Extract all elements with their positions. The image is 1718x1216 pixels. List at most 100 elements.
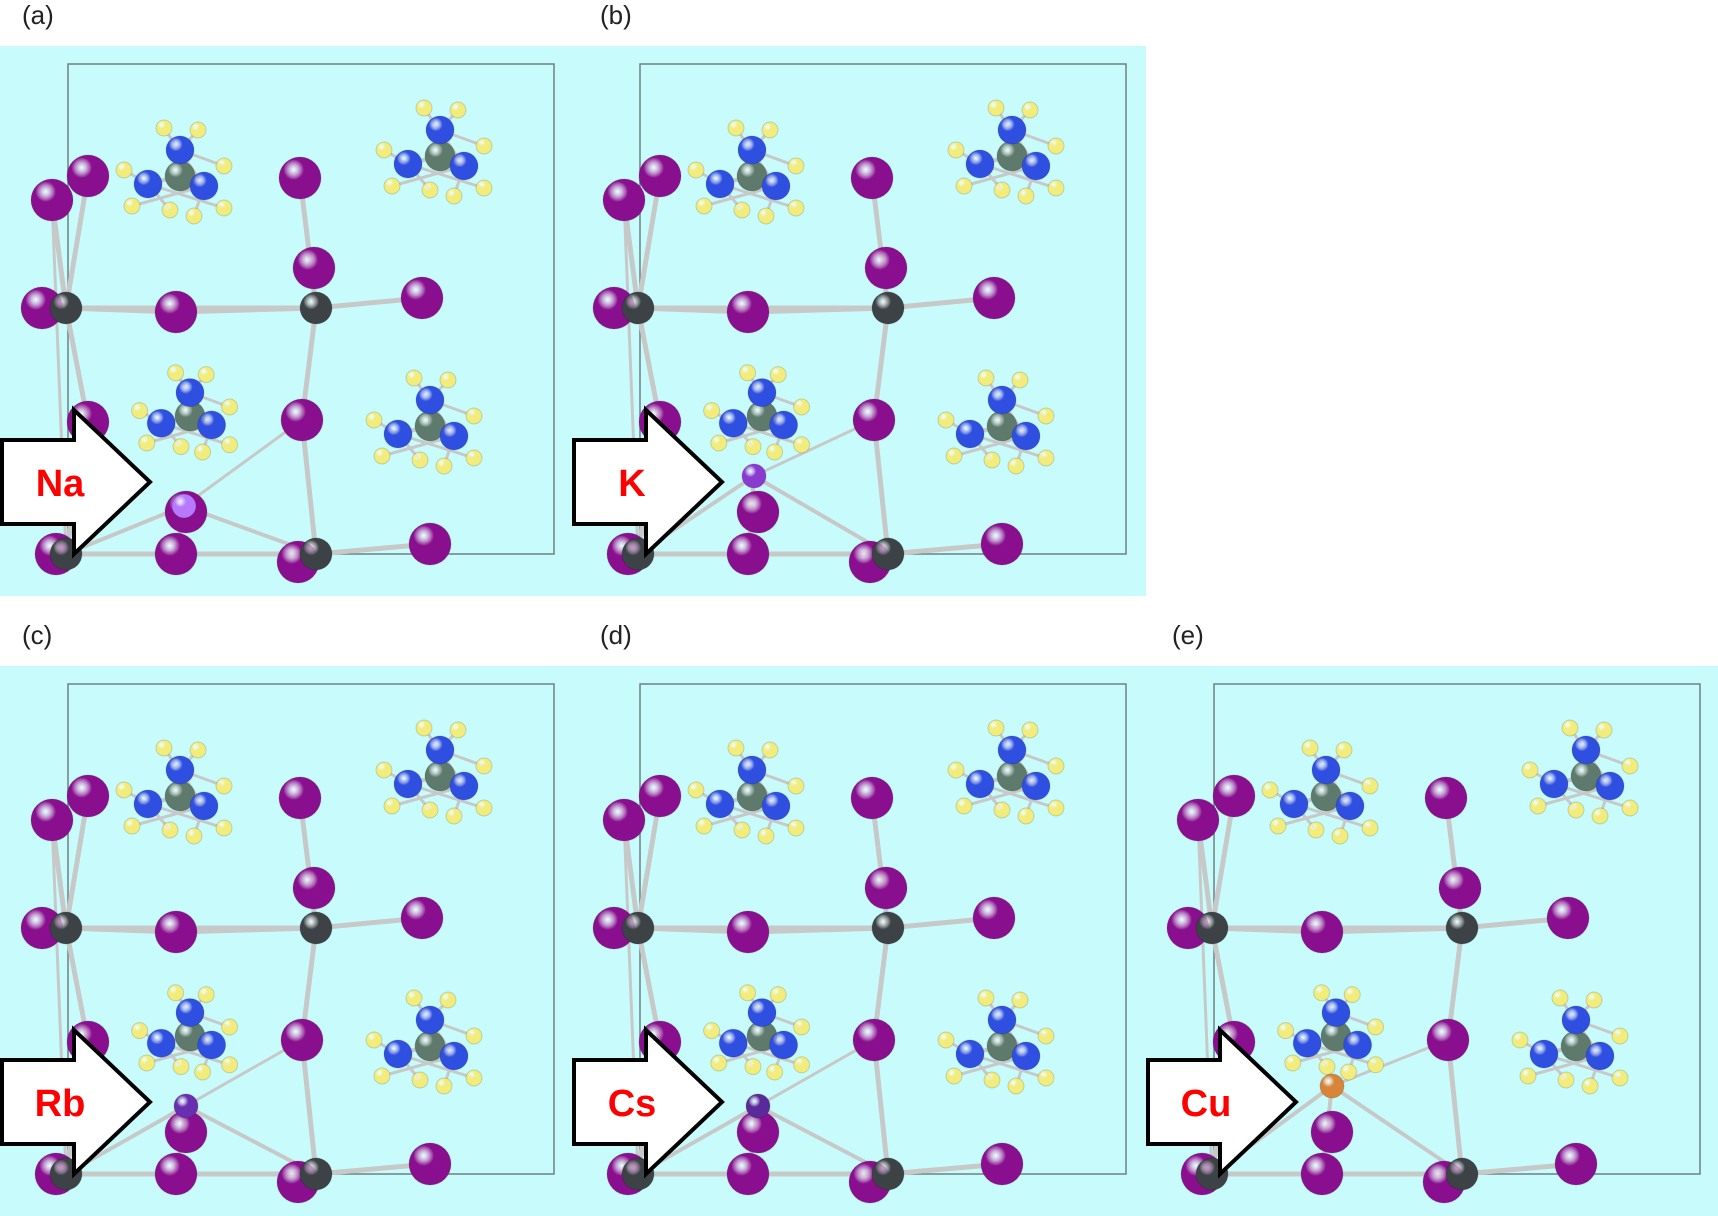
hydrogen-atom — [405, 989, 423, 1007]
hydrogen-atom — [695, 197, 713, 215]
hydrogen-atom — [421, 801, 439, 819]
hydrogen-atom — [185, 207, 203, 225]
hydrogen-atom — [383, 797, 401, 815]
iodine-atom — [1176, 798, 1220, 842]
metal-atom — [621, 911, 655, 945]
hydrogen-atom — [1037, 1069, 1055, 1087]
hydrogen-atom — [761, 121, 779, 139]
nitrogen-atom — [439, 421, 469, 451]
nitrogen-atom — [1292, 1028, 1322, 1058]
hydrogen-atom — [787, 199, 805, 217]
hydrogen-atom — [221, 1056, 239, 1074]
hydrogen-atom — [1313, 984, 1331, 1002]
iodine-atom — [400, 276, 444, 320]
hydrogen-atom — [383, 177, 401, 195]
hydrogen-atom — [411, 451, 429, 469]
hydrogen-atom — [955, 177, 973, 195]
hydrogen-atom — [793, 1056, 811, 1074]
hydrogen-atom — [1367, 1056, 1385, 1074]
nitrogen-atom — [769, 410, 799, 440]
hydrogen-atom — [1269, 817, 1287, 835]
hydrogen-atom — [766, 1063, 784, 1081]
structure-svg-e: Cu — [1146, 666, 1718, 1216]
hydrogen-atom — [1595, 721, 1613, 739]
iodine-atom — [400, 896, 444, 940]
iodine-atom — [852, 1018, 896, 1062]
nitrogen-atom — [415, 1005, 445, 1035]
iodine-atom — [864, 246, 908, 290]
hydrogen-atom — [945, 1067, 963, 1085]
hydrogen-atom — [155, 119, 173, 137]
metal-atom — [1445, 911, 1479, 945]
iodine-atom — [1212, 774, 1256, 818]
hydrogen-atom — [411, 1071, 429, 1089]
dopant-arrow-text: Cu — [1181, 1083, 1232, 1125]
nitrogen-atom — [197, 1030, 227, 1060]
iodine-atom — [638, 154, 682, 198]
panel-label-c: (c) — [22, 620, 53, 650]
hydrogen-atom — [1519, 1067, 1537, 1085]
iodine-atom — [292, 866, 336, 910]
hydrogen-atom — [947, 761, 965, 779]
iodine-atom — [638, 774, 682, 818]
hydrogen-atom — [1017, 807, 1035, 825]
hydrogen-atom — [769, 366, 787, 384]
metal-atom — [299, 291, 333, 325]
hydrogen-atom — [445, 187, 463, 205]
nitrogen-atom — [737, 135, 767, 165]
nitrogen-atom — [425, 735, 455, 765]
metal-atom — [621, 291, 655, 325]
iodine-atom — [408, 522, 452, 566]
nitrogen-atom — [987, 1005, 1017, 1035]
iodine-atom — [726, 1152, 770, 1196]
hydrogen-atom — [937, 411, 955, 429]
hydrogen-atom — [1343, 986, 1361, 1004]
dopant-arrow: Cu — [1146, 1025, 1299, 1179]
hydrogen-atom — [365, 411, 383, 429]
nitrogen-atom — [747, 998, 777, 1028]
hydrogen-atom — [1611, 1027, 1629, 1045]
bond — [635, 173, 663, 311]
iodine-atom — [1424, 776, 1468, 820]
dopant-arrow-text: Cs — [608, 1083, 657, 1125]
iodine-atom — [66, 774, 110, 818]
hydrogen-atom — [221, 436, 239, 454]
hydrogen-atom — [1591, 807, 1609, 825]
hydrogen-atom — [703, 1022, 721, 1040]
iodine-atom — [972, 896, 1016, 940]
hydrogen-atom — [215, 157, 233, 175]
iodine-atom — [278, 156, 322, 200]
hydrogen-atom — [167, 984, 185, 1002]
nitrogen-atom — [165, 755, 195, 785]
hydrogen-atom — [365, 1031, 383, 1049]
hydrogen-atom — [439, 991, 457, 1009]
hydrogen-atom — [703, 402, 721, 420]
hydrogen-atom — [465, 1069, 483, 1087]
hydrogen-atom — [123, 817, 141, 835]
hydrogen-atom — [1047, 799, 1065, 817]
nitrogen-atom — [955, 419, 985, 449]
iodine-atom — [726, 290, 770, 334]
hydrogen-atom — [977, 369, 995, 387]
iodine-atom — [864, 866, 908, 910]
metal-atom — [1445, 1157, 1479, 1191]
panel-label-a: (a) — [22, 0, 54, 30]
bond — [184, 1038, 304, 1108]
bond — [756, 1038, 876, 1108]
metal-atom — [871, 911, 905, 945]
hydrogen-atom — [757, 827, 775, 845]
hydrogen-atom — [1585, 991, 1603, 1009]
hydrogen-atom — [793, 398, 811, 416]
hydrogen-atom — [373, 1067, 391, 1085]
iodine-atom — [1546, 896, 1590, 940]
structure-panel-a: Na Na — [0, 46, 572, 596]
hydrogen-atom — [449, 101, 467, 119]
nitrogen-atom — [705, 789, 735, 819]
hydrogen-atom — [793, 1018, 811, 1036]
hydrogen-atom — [687, 161, 705, 179]
nitrogen-atom — [965, 769, 995, 799]
nitrogen-atom — [133, 169, 163, 199]
iodine-atom — [736, 490, 780, 534]
hydrogen-atom — [161, 821, 179, 839]
hydrogen-atom — [787, 819, 805, 837]
